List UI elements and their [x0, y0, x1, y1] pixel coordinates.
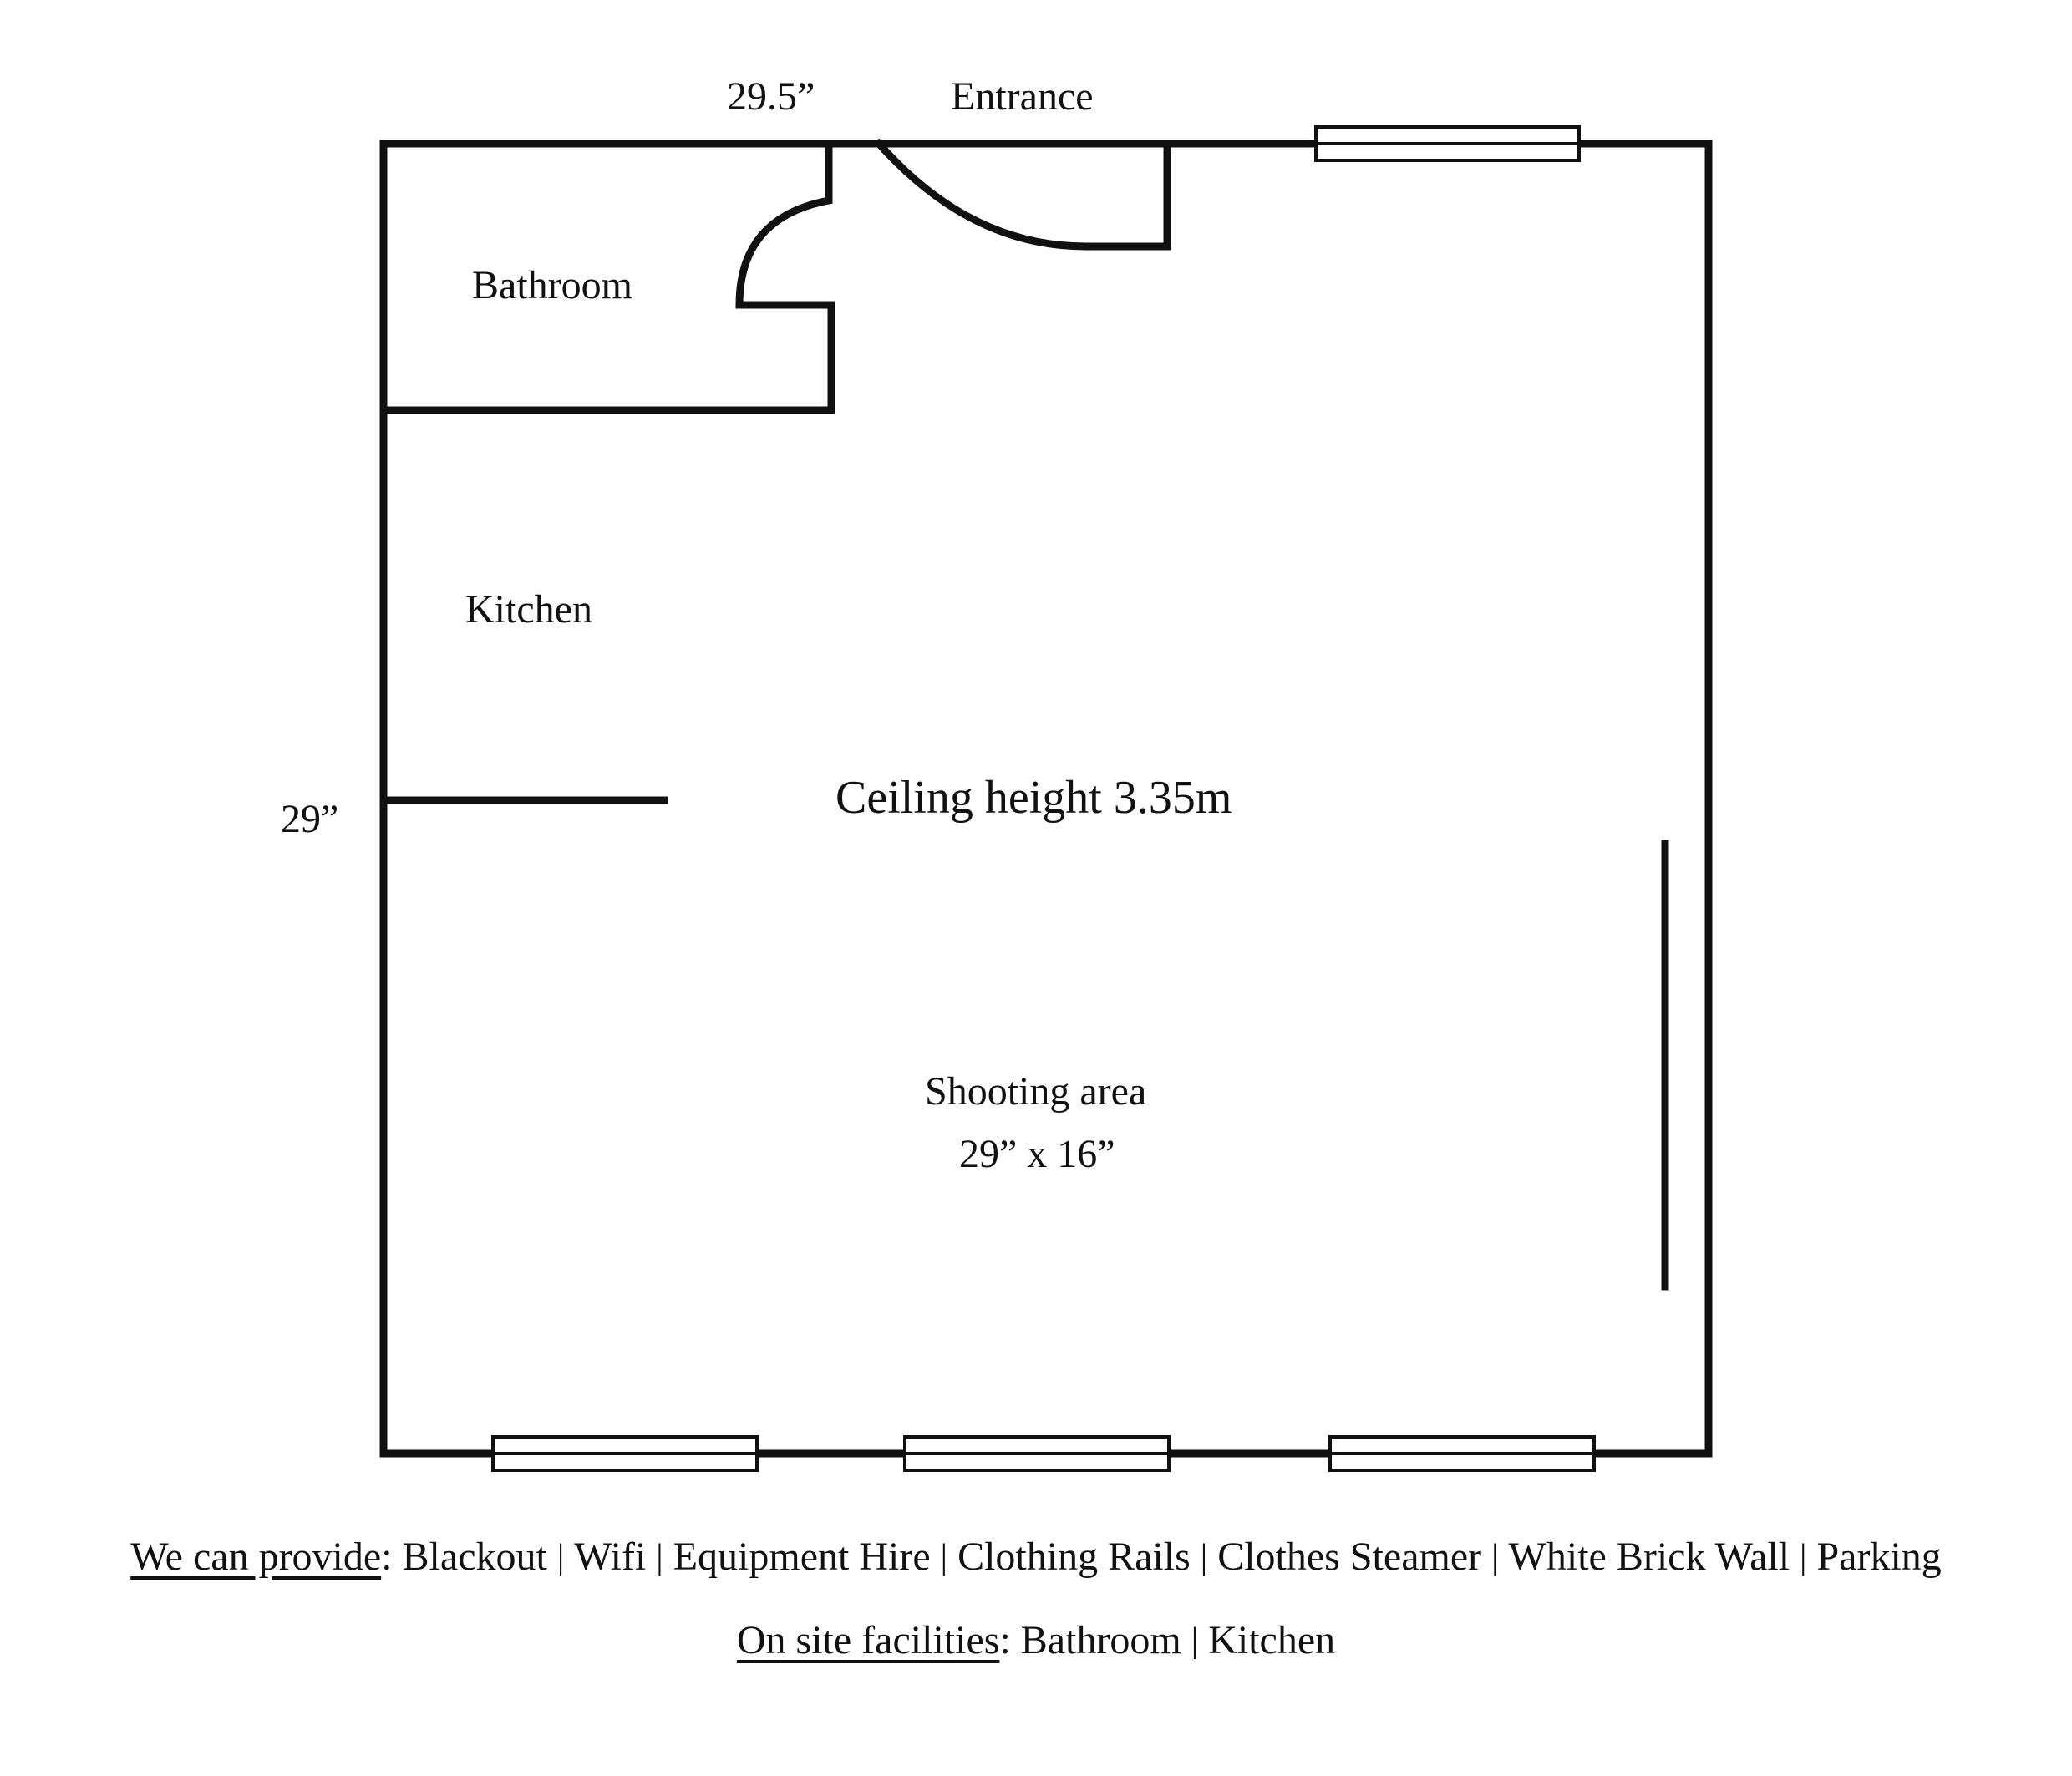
- left-dimension-label: 29”: [281, 797, 339, 841]
- top-wall-left: [379, 140, 883, 1458]
- separator: |: [1491, 1538, 1499, 1576]
- facilities-item: Kitchen: [1208, 1618, 1336, 1662]
- provide-colon: :: [381, 1535, 403, 1579]
- kitchen-label: Kitchen: [465, 587, 592, 632]
- provide-item: Parking: [1816, 1535, 1942, 1579]
- ceiling-height-label: Ceiling height 3.35m: [835, 772, 1232, 824]
- separator: |: [656, 1538, 663, 1576]
- provide-item: Equipment Hire: [673, 1535, 931, 1579]
- separator: |: [1191, 1621, 1199, 1660]
- shooting-area-label: Shooting area: [925, 1069, 1147, 1114]
- provide-item: Blackout: [402, 1535, 547, 1579]
- provide-line: We can provide: Blackout|Wifi|Equipment …: [0, 1537, 2072, 1577]
- provide-item: Clothes Steamer: [1217, 1535, 1482, 1579]
- top-dimension-label: 29.5”: [727, 74, 815, 119]
- top-window: [1314, 125, 1581, 162]
- provide-item: Clothing Rails: [957, 1535, 1191, 1579]
- bottom-window-right: [1328, 1435, 1596, 1472]
- separator: |: [1200, 1538, 1208, 1576]
- facilities-line: On site facilities: Bathroom |Kitchen: [0, 1621, 2072, 1661]
- entrance-door-swing: [873, 138, 1171, 251]
- separator: |: [940, 1538, 948, 1576]
- bottom-window-left: [491, 1435, 759, 1472]
- provide-heading: We can provide: [130, 1535, 382, 1579]
- bathroom-label: Bathroom: [472, 263, 632, 307]
- shooting-area-size-label: 29” x 16”: [959, 1132, 1115, 1176]
- bottom-window-middle: [903, 1435, 1171, 1472]
- provide-item: Wifi: [574, 1535, 647, 1579]
- facilities-item: Bathroom: [1020, 1618, 1181, 1662]
- entrance-label: Entrance: [951, 74, 1094, 119]
- provide-item: White Brick Wall: [1508, 1535, 1790, 1579]
- separator: |: [556, 1538, 565, 1576]
- separator: |: [1800, 1538, 1807, 1576]
- bathroom-wall: [379, 140, 835, 414]
- facilities-heading: On site facilities: [736, 1618, 1000, 1662]
- facilities-colon: :: [999, 1618, 1021, 1662]
